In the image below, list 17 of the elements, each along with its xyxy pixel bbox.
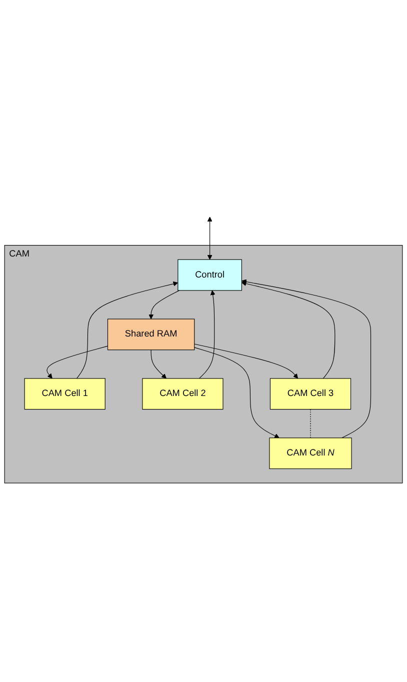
node-box: Shared RAM — [107, 318, 195, 350]
node-box: CAM Cell 1 — [24, 378, 106, 410]
node-box: CAM Cell N — [269, 437, 352, 469]
arrow — [198, 290, 216, 378]
arrow — [241, 278, 372, 438]
arrow — [194, 346, 280, 438]
arrow — [150, 349, 166, 378]
arrow — [241, 280, 336, 378]
node-box: CAM Cell 2 — [142, 378, 224, 410]
arrow — [148, 290, 180, 319]
arrow — [207, 216, 212, 260]
arrow — [76, 281, 178, 378]
node-box: CAM Cell 3 — [270, 378, 352, 410]
connector — [310, 408, 311, 438]
arrow — [194, 343, 298, 378]
arrow — [46, 345, 108, 378]
node-box: Control — [178, 258, 242, 290]
